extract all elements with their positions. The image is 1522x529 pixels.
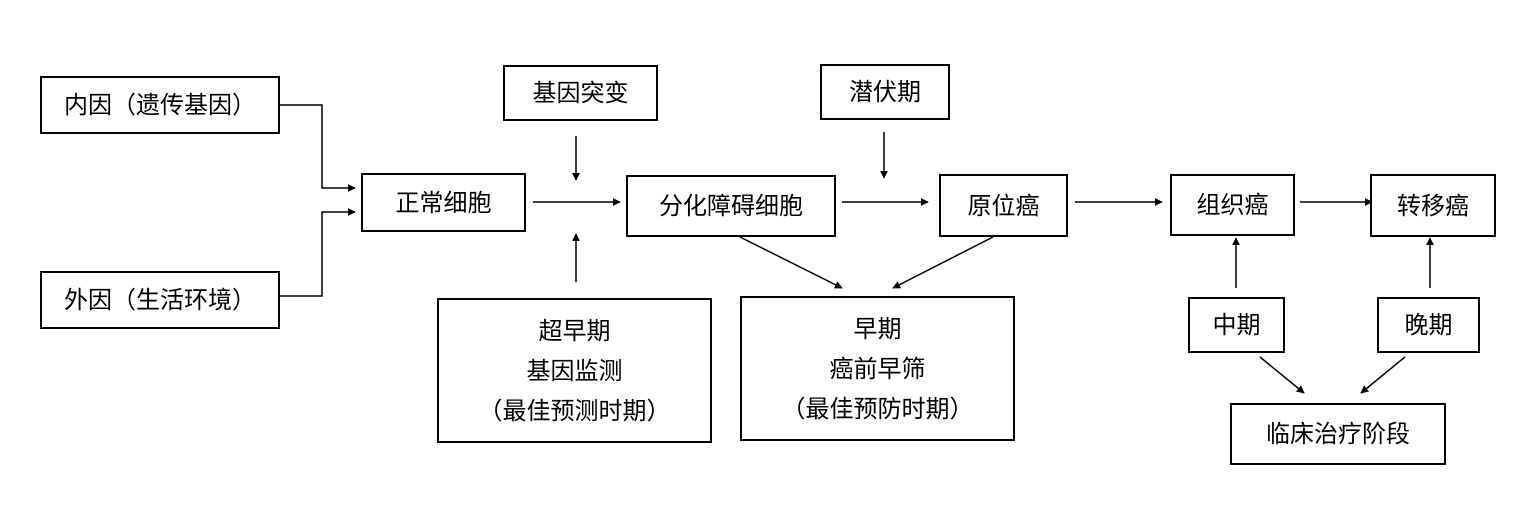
box-metastatic-cancer: 转移癌 <box>1370 174 1496 237</box>
edge-internal-to-normal <box>280 104 356 192</box>
box-carcinoma-in-situ-label: 原位癌 <box>967 191 1040 220</box>
box-clinical-treatment: 临床治疗阶段 <box>1230 403 1446 465</box>
box-gene-mutation-label: 基因突变 <box>532 79 629 107</box>
edge-differentiation-to-early <box>739 236 843 289</box>
box-ultra-early-line-1: 超早期 <box>538 316 611 345</box>
edge-in-situ-to-early <box>892 236 994 289</box>
box-normal-cell-label: 正常细胞 <box>395 188 492 217</box>
edge-external-to-normal <box>280 208 356 297</box>
box-tissue-cancer: 组织癌 <box>1170 174 1295 236</box>
box-internal-cause-label: 内因（遗传基因） <box>64 91 256 119</box>
box-internal-cause: 内因（遗传基因） <box>40 76 280 134</box>
box-early: 早期 癌前早筛 （最佳预防时期） <box>740 296 1015 441</box>
box-early-line-3: （最佳预防时期） <box>781 394 974 423</box>
box-external-cause-label: 外因（生活环境） <box>64 286 256 314</box>
box-early-line-1: 早期 <box>853 314 902 343</box>
box-late-stage: 晚期 <box>1377 297 1480 353</box>
box-normal-cell: 正常细胞 <box>361 173 526 232</box>
box-differentiation-disorder-cell: 分化障碍细胞 <box>626 175 836 237</box>
box-tissue-cancer-label: 组织癌 <box>1196 191 1269 219</box>
edge-late-to-clinical <box>1360 356 1406 394</box>
box-middle-stage-label: 中期 <box>1212 311 1261 339</box>
box-ultra-early-line-2: 基因监测 <box>526 356 623 385</box>
box-external-cause: 外因（生活环境） <box>40 271 280 329</box>
box-gene-mutation: 基因突变 <box>503 65 658 121</box>
box-carcinoma-in-situ: 原位癌 <box>939 174 1068 237</box>
box-differentiation-disorder-cell-label: 分化障碍细胞 <box>659 192 803 220</box>
box-metastatic-cancer-label: 转移癌 <box>1397 191 1469 220</box>
box-clinical-treatment-label: 临床治疗阶段 <box>1266 420 1410 448</box>
box-late-stage-label: 晚期 <box>1404 311 1453 339</box>
edge-middle-to-clinical <box>1259 356 1305 394</box>
box-latent-period-label: 潜伏期 <box>849 78 921 106</box>
box-ultra-early-line-3: （最佳预测时期） <box>478 396 671 425</box>
box-ultra-early: 超早期 基因监测 （最佳预测时期） <box>437 298 712 443</box>
box-latent-period: 潜伏期 <box>820 64 950 120</box>
box-early-line-2: 癌前早筛 <box>829 354 926 383</box>
box-middle-stage: 中期 <box>1188 297 1285 353</box>
